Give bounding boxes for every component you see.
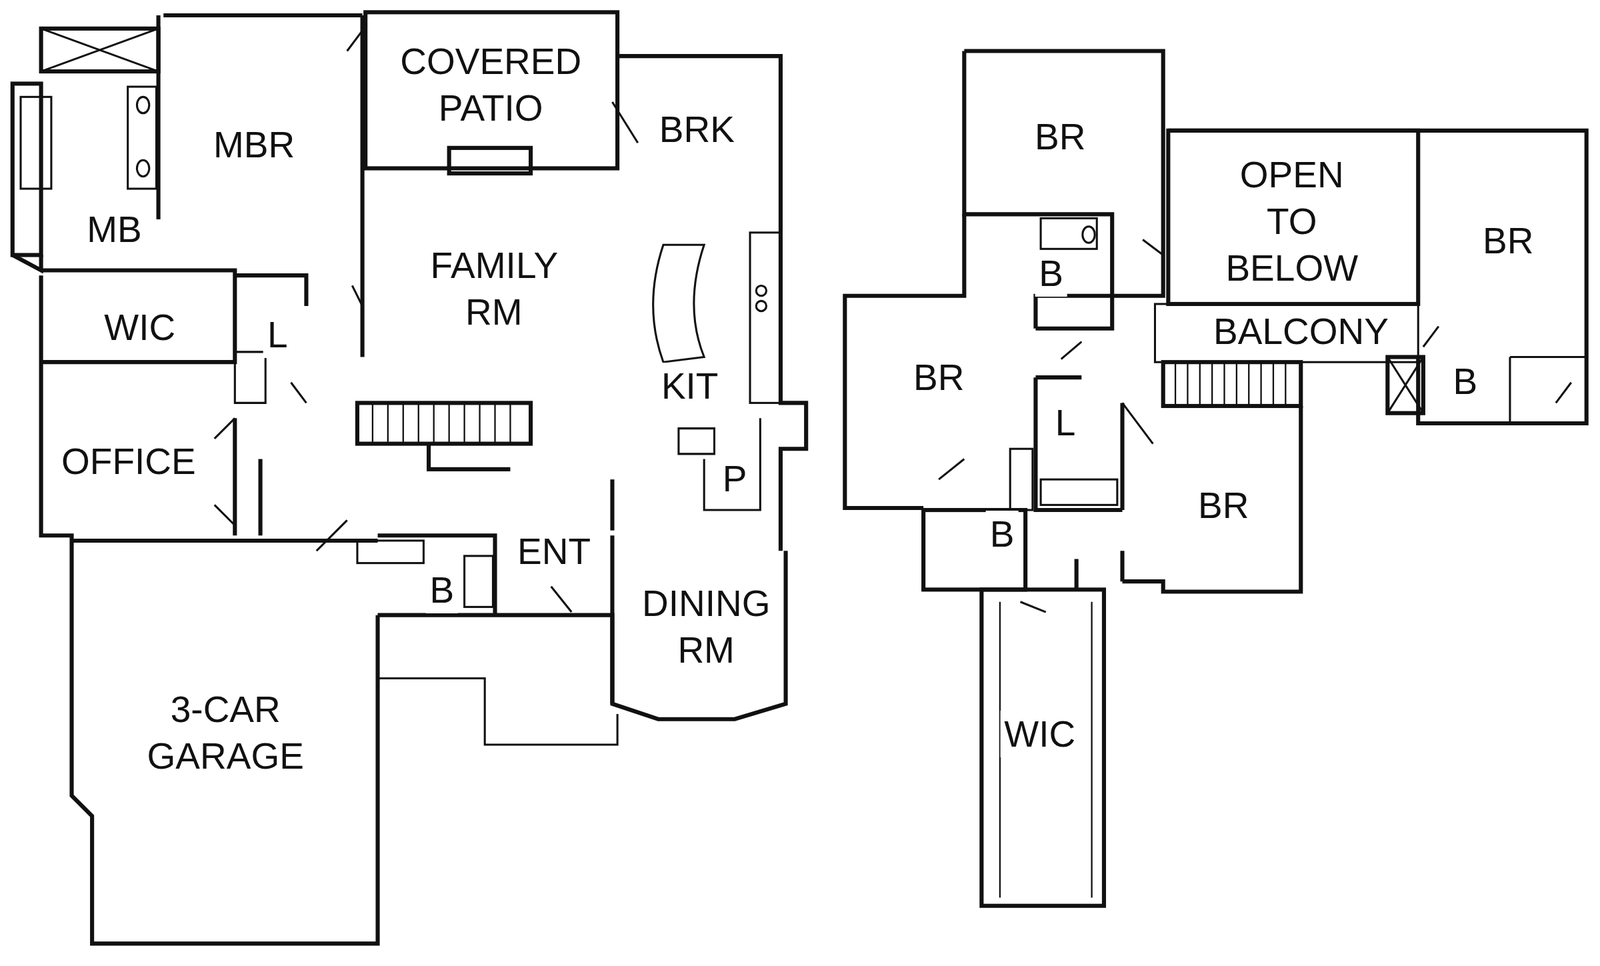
room-label: B <box>986 510 1019 558</box>
room-label: OFFICE <box>57 438 200 485</box>
room-label: MB <box>82 206 146 253</box>
room-label: MBR <box>209 121 299 168</box>
room-label: DINING RM <box>638 580 775 674</box>
room-label: P <box>718 455 752 502</box>
room-label: BR <box>1030 113 1090 160</box>
room-label: BR <box>1194 482 1253 529</box>
room-label: B <box>1034 250 1068 297</box>
room-label: L <box>1051 399 1080 446</box>
room-label: L <box>263 311 292 358</box>
room-label: B <box>425 566 458 614</box>
room-label: B <box>1449 358 1482 405</box>
room-label: BR <box>1478 217 1538 264</box>
room-label: BR <box>909 354 968 401</box>
room-label: 3-CAR GARAGE <box>143 686 308 780</box>
room-label: FAMILY RM <box>426 242 562 336</box>
room-label: OPEN TO BELOW <box>1221 151 1362 292</box>
room-label: COVERED PATIO <box>396 38 586 132</box>
room-label: BRK <box>655 106 739 153</box>
room-label: KIT <box>657 362 723 410</box>
room-label: ENT <box>513 528 595 575</box>
room-label: BALCONY <box>1209 308 1393 355</box>
room-label: WIC <box>100 304 180 351</box>
room-label: WIC <box>1000 710 1080 758</box>
